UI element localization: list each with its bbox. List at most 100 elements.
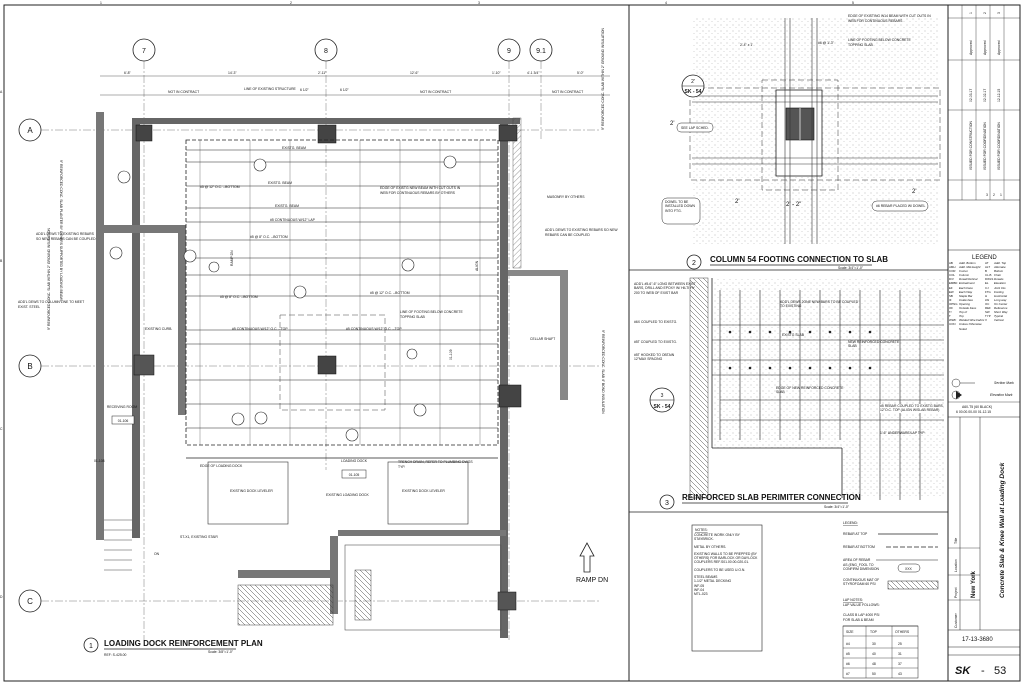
legend-abbr: AMH [949, 265, 956, 270]
note-24: EXISTING CURB. [145, 327, 172, 331]
note-0: NOT IN CONTRACT [168, 90, 199, 94]
dim-4: 1'-10" [492, 71, 501, 75]
legend-meaning: Reference [994, 306, 1008, 311]
legend-meaning: Vertical [994, 318, 1004, 323]
legend-meaning: Addl. Bottom [959, 261, 976, 265]
note-9: #5 @ 12" O.C. --BOTTOM [200, 185, 240, 189]
lap-cell: 31 [898, 652, 902, 656]
legend-abbr: T/ [949, 310, 952, 315]
dim-1: 14'-3" [228, 71, 237, 75]
note-30: ST-X1, EXISTING STAIR [180, 535, 218, 539]
sheet-location: New York [971, 571, 977, 598]
note-34: RAMP DN [230, 250, 234, 266]
legend-meaning: Inside face [959, 297, 973, 302]
legend-meaning: Unless Otherwise Noted [959, 322, 982, 331]
main-plan: 7 8 9 9.1 A B C [18, 27, 618, 657]
legend-title: LEGEND [972, 255, 997, 261]
lap-cell: 30 [872, 642, 876, 646]
sheet-number-prefix: SK [955, 665, 971, 677]
detail2-number: 2 [692, 260, 696, 267]
grid-label-9-1: 9.1 [536, 48, 546, 55]
notes-line: COUPLERS TO BE USED U.O.N. [694, 567, 746, 572]
title-block: 3 2 1 Approved Approved Approved 02.03.1… [948, 5, 1020, 677]
legend-abbr: AB [949, 261, 953, 265]
lap-cell: #7 [846, 672, 850, 676]
room-name-cellar-shaft: CELLAR SHAFT [530, 337, 555, 341]
detail3-title-block: 3 REINFORCED SLAB PERIMITER CONNECTION S… [659, 493, 861, 510]
note-28: EXISTING DOCK LEVELER [402, 489, 445, 493]
detail2-dim-0: 2'-4" x 1' [740, 43, 753, 47]
room-name-loading-dock: LOADING DOCK [341, 459, 368, 463]
legend-unit-note: A60-T5 (60 BLACK) [962, 405, 992, 409]
detail2-ref-sheet: SK - 54 [685, 89, 702, 95]
note-27: EXISTING LOADING DOCK [326, 493, 370, 497]
svg-text:-: - [981, 665, 985, 677]
lap-notes-line-3: FOR SLAB & BEAM [843, 618, 874, 622]
legend-meaning: Short Way [994, 310, 1008, 315]
legend-abbr: EMBD [949, 281, 958, 286]
rev-cell: 3 [986, 193, 988, 197]
legend-meaning: Chair [994, 273, 1001, 278]
lap-header-size: SIZE [846, 630, 854, 634]
legend-abbr: COL [949, 273, 955, 278]
note-22: 9" REINFORCED CONC. SLAB WITHIN 2" GROUN… [601, 27, 605, 130]
legend-abbr: B [985, 269, 987, 274]
notes-line: WF-05 [694, 583, 705, 588]
legend-meaning: Opening [959, 301, 970, 306]
project-number: 17-13-3680 [962, 637, 993, 643]
key-legend-item-2: AREA OF REBAR [843, 558, 871, 562]
note-3: NOT IN CONTRACT [552, 90, 583, 94]
plan-title: LOADING DOCK REINFORCEMENT PLAN [104, 639, 263, 648]
note-14: #5 CONTINUOUS W/12" O.C. --TOP [346, 327, 402, 331]
legend-meaning: On Center [994, 301, 1008, 306]
detail2-ref-marker: 2' SK - 54 [681, 74, 705, 98]
plan-notes: NOT IN CONTRACT LINE OF EXISTING STRUCTU… [18, 27, 618, 556]
dim-6: 5'-0" [577, 71, 585, 75]
grid-bubble-8: 8 [314, 38, 338, 62]
grid-label-7: 7 [142, 48, 146, 55]
note-1: LINE OF EXISTING STRUCTURE [244, 87, 297, 91]
lap-cell: #5 [846, 652, 850, 656]
grid-bubble-9: 9 [497, 38, 521, 62]
grid-bubble-c: C [18, 589, 42, 613]
legend-abbr: OC [985, 301, 990, 306]
border-col-3: 3 [478, 1, 480, 5]
lap-header-top: TOP [870, 630, 878, 634]
grid-label-9: 9 [507, 48, 511, 55]
border-column-labels: 1 2 3 4 5 [100, 1, 854, 5]
detail3-note-8: #5 REBAR COUPLED TO EXISTG BARS, 12"O.C.… [880, 404, 946, 413]
detail2-note-4: #6 REBAR PLACED W/ DOWEL [876, 204, 925, 208]
detail2-dim-3: 2' [670, 121, 674, 127]
notes-body: CONCRETE WORK ONLY BY STAYBRICK. METAL B… [694, 533, 760, 597]
detail3-note-4: #6X COUPLED TO EXISTG. [634, 320, 678, 324]
note-16: MASONRY BY OTHERS [547, 195, 585, 199]
sheet-title: Concrete Slab & Knee Wall at Loading Doc… [999, 462, 1006, 598]
legend-meaning: Corner [959, 269, 968, 274]
legend-meaning: Column [959, 273, 969, 278]
label-title: Title [954, 538, 958, 544]
notes-title: NOTES: [695, 528, 708, 532]
lap-cell: 50 [872, 672, 876, 676]
legend-section-mark: Section Mark [994, 381, 1014, 385]
legend-meaning: Bottom [994, 269, 1004, 274]
detail3-ref-num: 3 [661, 393, 664, 399]
detail2-ref-num: 2' [691, 79, 695, 85]
detail3-note-2: EXISTG SLAB [782, 333, 805, 337]
note-19: ADD'L DEWS TO COLUMN LINE TO MEET EXIST.… [18, 300, 85, 309]
note-31: ON [154, 552, 160, 556]
notes-line: 1-1/2" METAL DECKING [694, 579, 732, 584]
project-info: Customer Project Location Title New York… [948, 417, 1006, 630]
legend-meaning: Horizontal [994, 293, 1008, 298]
legend-abbr: REF [985, 306, 991, 311]
plan-number: 1 [89, 643, 93, 650]
lap-cell: 37 [898, 662, 902, 666]
rev-cell: Approved [969, 40, 973, 55]
section-marker-icons [109, 155, 457, 442]
legend-meaning: Embedment [959, 281, 975, 286]
detail2-dim-4: 2' [735, 199, 739, 205]
grid-label-a: A [27, 126, 33, 135]
note-21: 9" REINFORCED CONC. SLAB WITHIN 2" GROUN… [47, 227, 51, 330]
rev-cell: Approved [997, 40, 1001, 55]
legend-meaning: Joint Ints [994, 285, 1006, 290]
legend-meaning: Top of [959, 310, 967, 315]
